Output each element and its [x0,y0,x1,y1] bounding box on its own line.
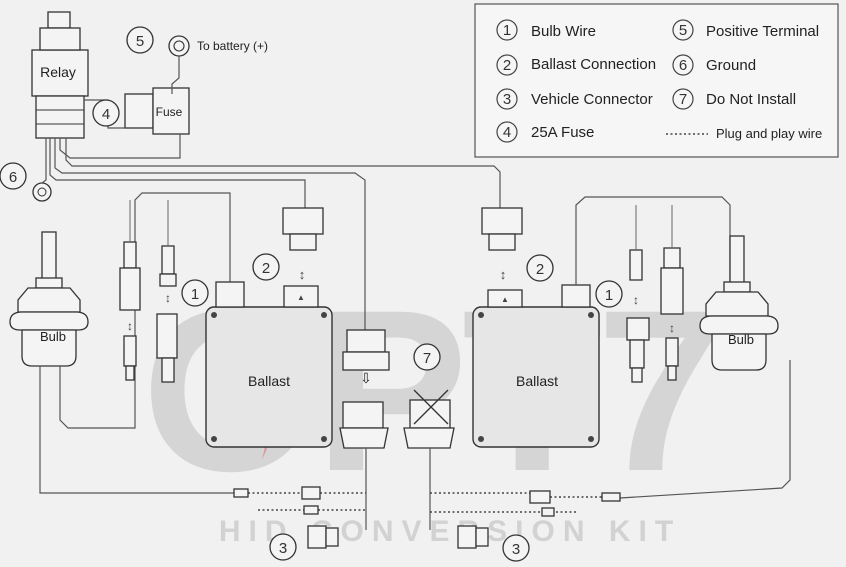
ballast-right: ▲ Ballast [472,284,600,448]
legend-text: Ground [706,57,756,74]
svg-text:↕: ↕ [165,291,171,305]
callout-3-right: 3 [502,534,530,562]
bulb-wire-connectors-left: ↕ ↕ [119,200,178,383]
svg-text:↕: ↕ [299,267,306,282]
wire-left-bulb [59,192,231,429]
do-not-install-connector [403,389,455,530]
bulb-glass [41,231,57,281]
callout-6: 6 [0,162,27,190]
legend-text: Bulb Wire [531,23,596,40]
svg-text:↕: ↕ [633,293,639,307]
ballast-body-right [472,306,600,448]
ballast-plug-right: ↕ [481,207,523,282]
legend: 1 Bulb Wire 2 Ballast Connection 3 Vehic… [474,3,839,158]
svg-text:↕: ↕ [127,319,133,333]
legend-num: 3 [503,91,511,108]
fuse-holder: Fuse [124,87,190,135]
ballast-body-left [205,306,333,448]
wire-left-bulb-ground [39,366,234,494]
svg-text:4: 4 [102,106,110,123]
svg-text:1: 1 [605,287,613,304]
legend-text: Do Not Install [706,91,796,108]
legend-item-3: 3 Vehicle Connector [496,88,653,110]
legend-num: 2 [503,57,511,74]
bulb-label-right: Bulb [728,332,754,347]
bulb-left: Bulb [9,231,89,367]
legend-item-5: 5 Positive Terminal [672,19,819,41]
legend-item-4: 4 25A Fuse [496,121,594,143]
svg-text:1: 1 [191,286,199,303]
callouts: 5 4 6 1 2 7 2 1 [0,26,623,562]
vehicle-plug-bottom-left [307,525,339,549]
legend-num: 1 [503,22,511,39]
legend-text: Vehicle Connector [531,91,653,108]
legend-num: 6 [679,57,687,74]
svg-text:3: 3 [279,540,287,557]
relay-wires [41,56,501,330]
svg-text:3: 3 [512,541,520,558]
wire-right-bulb-ground [619,360,791,499]
bulb-label-left: Bulb [40,329,66,344]
callout-2-left: 2 [252,253,280,281]
bulb-glass [729,235,745,285]
legend-text: Positive Terminal [706,23,819,40]
legend-text: 25A Fuse [531,124,594,141]
svg-text:↕: ↕ [669,321,675,335]
svg-text:5: 5 [136,33,144,50]
ballast-plug-left: ↕ [282,207,324,282]
legend-dotted-key: Plug and play wire [666,126,822,141]
vehicle-plug-bottom-right [457,525,489,549]
battery-label: To battery (+) [197,39,268,53]
callout-3-left: 3 [269,533,297,561]
callout-1-right: 1 [595,280,623,308]
ballast-left: ▲ Ballast [205,281,333,448]
legend-num: 4 [503,124,511,141]
svg-text:2: 2 [536,261,544,278]
relay-label: Relay [40,64,76,80]
relay: Relay [31,11,89,139]
ballast-label-left: Ballast [248,373,290,389]
relay-socket [35,95,85,139]
legend-text: Ballast Connection [531,56,656,73]
svg-text:7: 7 [423,350,431,367]
callout-5: 5 [126,26,154,54]
callout-1-left: 1 [181,279,209,307]
bulb-right: Bulb [699,235,779,371]
legend-item-7: 7 Do Not Install [672,88,796,110]
svg-text:▲: ▲ [297,293,305,302]
svg-text:↕: ↕ [500,267,507,282]
harness-plug-center: ⇩ [342,329,390,386]
legend-item-2: 2 Ballast Connection [496,54,656,76]
svg-text:2: 2 [262,260,270,277]
arrow-icon: ⇩ [360,370,372,386]
bulb-wire-connectors-right: ↕ ↕ [626,205,684,383]
ballast-label-right: Ballast [516,373,558,389]
callout-7: 7 [413,343,441,371]
callout-2-right: 2 [526,254,554,282]
relay-tab [47,11,71,29]
callout-4: 4 [92,99,120,127]
plug-play-wires-left [233,486,366,515]
svg-text:▲: ▲ [501,295,509,304]
legend-num: 5 [679,22,687,39]
fuse-label: Fuse [156,105,183,119]
ground-terminal [32,182,52,202]
legend-dotted-label: Plug and play wire [716,126,822,141]
legend-item-6: 6 Ground [672,54,756,76]
battery-terminal: To battery (+) [168,35,268,57]
vehicle-connector-left [339,401,389,530]
legend-item-1: 1 Bulb Wire [496,19,596,41]
plug-play-wires-right [430,490,621,517]
legend-num: 7 [679,91,687,108]
legend-box [474,3,839,158]
svg-text:6: 6 [9,169,17,186]
